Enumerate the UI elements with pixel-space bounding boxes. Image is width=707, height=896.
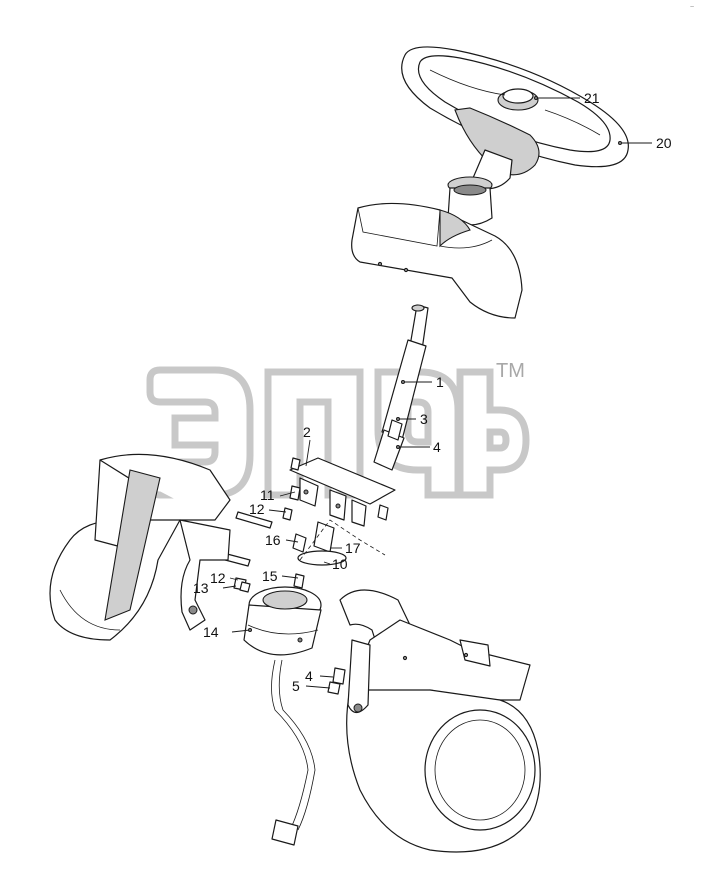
callout-3: 3: [420, 411, 428, 427]
callout-21: 21: [584, 90, 600, 106]
corner-mark: ~: [690, 4, 694, 11]
right-dash-housing: [327, 589, 541, 853]
column-cover: [351, 202, 523, 319]
callout-12-upper: 12: [249, 501, 265, 517]
callout-5: 5: [292, 678, 300, 694]
left-dash-housing: [49, 453, 231, 641]
callout-16: 16: [265, 532, 281, 548]
callout-1: 1: [436, 374, 444, 390]
callout-4-upper: 4: [433, 439, 441, 455]
small-hardware: [209, 485, 386, 593]
trademark-mark: TM: [496, 360, 525, 382]
callout-17: 17: [345, 540, 361, 556]
callouts: 21 20 1 3 4 2 11 12 16 17 10 12 13 15 14…: [193, 90, 672, 694]
leader-lines: [222, 96, 652, 689]
callout-12-lower: 12: [210, 570, 226, 586]
callout-15: 15: [262, 568, 278, 584]
callout-14: 14: [203, 624, 219, 640]
steering-wheel: [401, 46, 629, 226]
callout-11: 11: [260, 487, 275, 503]
callout-2: 2: [303, 424, 311, 440]
callout-13: 13: [193, 580, 209, 596]
callout-20: 20: [656, 135, 672, 151]
callout-10: 10: [332, 556, 348, 572]
callout-4-lower: 4: [305, 668, 313, 684]
ignition-housing: [243, 586, 322, 846]
mounting-bracket: [289, 419, 403, 527]
